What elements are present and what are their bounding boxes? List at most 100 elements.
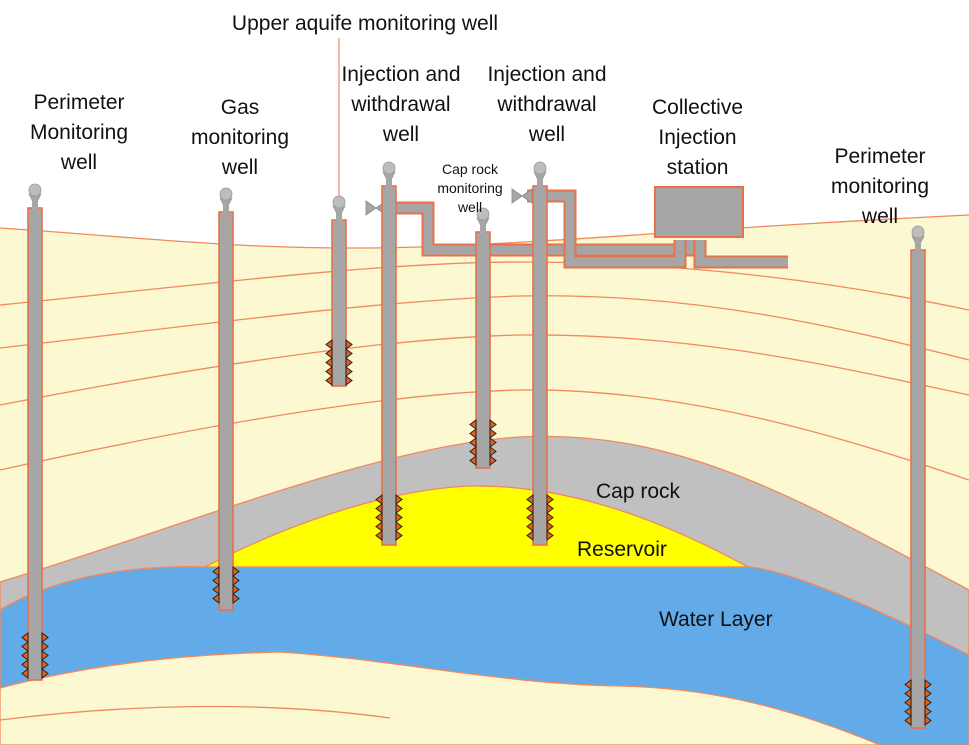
- label-injection-withdrawal-well-1: Injection and withdrawal well: [341, 63, 461, 146]
- label-cap-rock: Cap rock: [596, 480, 681, 503]
- perforation: [924, 688, 932, 699]
- stratum-line: [0, 261, 969, 311]
- perforation: [546, 494, 554, 505]
- perforation: [232, 593, 240, 604]
- perforation: [345, 348, 353, 359]
- perforation: [904, 679, 912, 690]
- perforation: [904, 706, 912, 717]
- perforation: [41, 632, 49, 643]
- perforation: [395, 521, 403, 532]
- perforation: [546, 521, 554, 532]
- label-collective-injection-station: Collective Injection station: [651, 96, 744, 179]
- perforation: [21, 659, 29, 670]
- well-casing: [475, 231, 491, 469]
- perforation: [232, 575, 240, 586]
- cap-rock-monitoring-well: [469, 207, 497, 469]
- wellhead-neck: [915, 243, 921, 251]
- surface-pipes: [389, 189, 788, 269]
- perforation: [489, 419, 497, 430]
- perforation: [546, 512, 554, 523]
- wellhead-cap: [28, 183, 42, 197]
- wellhead-neck: [336, 213, 342, 221]
- well-casing: [27, 207, 43, 681]
- perforation: [489, 428, 497, 439]
- perforation: [904, 715, 912, 726]
- well-casing: [532, 185, 548, 546]
- perforation: [395, 494, 403, 505]
- perforation: [924, 715, 932, 726]
- perforation: [375, 503, 383, 514]
- stratum-line: [0, 295, 969, 361]
- perforation: [526, 530, 534, 541]
- perforation: [526, 512, 534, 523]
- perforation: [395, 512, 403, 523]
- perforation: [21, 632, 29, 643]
- perforation: [41, 659, 49, 670]
- perimeter-monitoring-well-right: [904, 225, 932, 729]
- perforation: [375, 521, 383, 532]
- wellhead-neck: [223, 205, 229, 213]
- perforation: [41, 650, 49, 661]
- perforation: [232, 566, 240, 577]
- perforation: [395, 530, 403, 541]
- perforation: [21, 650, 29, 661]
- perforation: [41, 668, 49, 679]
- perforation: [375, 512, 383, 523]
- well-casing: [331, 219, 347, 387]
- perforation: [526, 494, 534, 505]
- stratum-line: [0, 334, 969, 406]
- label-injection-withdrawal-well-2: Injection and withdrawal well: [487, 63, 607, 146]
- perforation: [212, 566, 220, 577]
- perforation: [21, 641, 29, 652]
- perforation: [325, 366, 333, 377]
- label-upper-aquifer-monitoring-well: Upper aquife monitoring well: [231, 12, 499, 35]
- perforation: [325, 375, 333, 386]
- perimeter-monitoring-well-left: [21, 183, 49, 681]
- perforation: [375, 530, 383, 541]
- label-reservoir: Reservoir: [577, 538, 667, 561]
- reservoir-layer: [204, 485, 749, 568]
- wellhead-cap: [332, 195, 346, 209]
- lower-sediment: [0, 651, 881, 745]
- perforation: [345, 339, 353, 350]
- perforation: [232, 584, 240, 595]
- perforation: [345, 357, 353, 368]
- perforation: [904, 697, 912, 708]
- perforation: [489, 455, 497, 466]
- well-casing: [910, 249, 926, 729]
- wellhead-cap: [533, 161, 547, 175]
- wellhead-neck: [537, 179, 543, 187]
- well-casing: [218, 211, 234, 611]
- perforation: [41, 641, 49, 652]
- valve-icon: [511, 188, 533, 204]
- gas-monitoring-well: [212, 187, 240, 611]
- wellhead-neck: [386, 179, 392, 187]
- perforation: [924, 697, 932, 708]
- injection-withdrawal-well-2: [526, 161, 554, 546]
- stratum-line: [0, 705, 391, 721]
- wellhead-neck: [32, 201, 38, 209]
- perforation: [924, 706, 932, 717]
- wellhead-cap: [476, 207, 490, 221]
- perforation: [469, 437, 477, 448]
- label-perimeter-monitoring-well-right: Perimeter monitoring well: [830, 145, 930, 228]
- wellhead-neck: [480, 225, 486, 233]
- well-casing: [381, 185, 397, 546]
- label-cap-rock-monitoring-well: Cap rock monitoring well: [437, 161, 503, 215]
- perforation: [469, 455, 477, 466]
- label-water-layer: Water Layer: [659, 608, 773, 631]
- perforation: [395, 503, 403, 514]
- perforation: [924, 679, 932, 690]
- perforation: [325, 348, 333, 359]
- perforation: [212, 575, 220, 586]
- perforation: [489, 437, 497, 448]
- perforation: [325, 357, 333, 368]
- wellhead-cap: [382, 161, 396, 175]
- perforation: [345, 375, 353, 386]
- upper-aquifer-monitoring-well: [325, 195, 353, 387]
- label-perimeter-monitoring-well-left: Perimeter Monitoring well: [29, 91, 129, 174]
- perforation: [345, 366, 353, 377]
- perforation: [526, 521, 534, 532]
- perforation: [469, 428, 477, 439]
